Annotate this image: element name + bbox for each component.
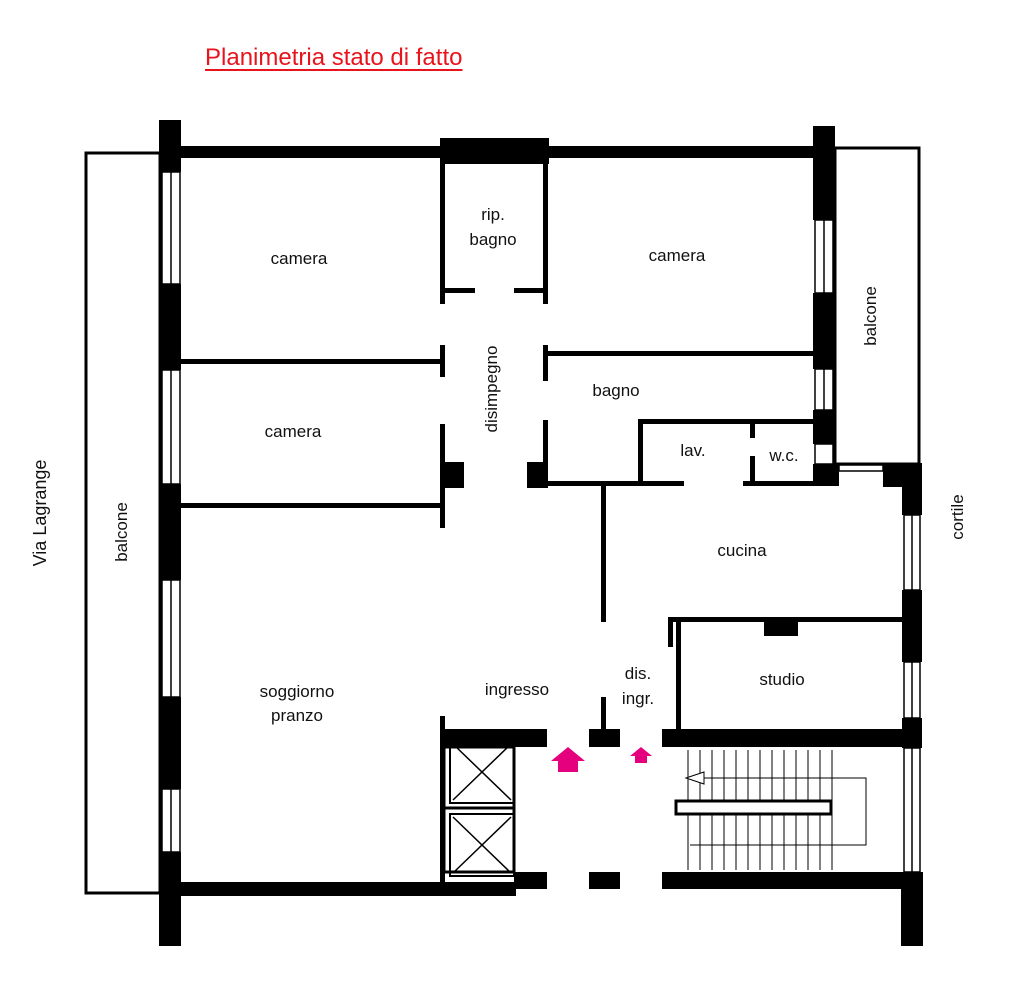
room-label-bagno: bagno	[592, 381, 639, 400]
interior-walls	[181, 158, 922, 896]
room-label-disimpegno: disimpegno	[482, 346, 501, 433]
room-label-balcone-left: balcone	[112, 502, 131, 562]
room-label-rip-bagno-1: rip.	[481, 205, 505, 224]
room-label-camera-top-left: camera	[271, 249, 328, 268]
room-label-soggiorno-2: pranzo	[271, 706, 323, 725]
room-label-soggiorno-1: soggiorno	[260, 682, 335, 701]
room-label-lav: lav.	[680, 441, 705, 460]
room-labels: camera rip. bagno camera balcone disimpe…	[112, 205, 880, 725]
room-label-dis-ingr-1: dis.	[625, 664, 651, 683]
elevator-icon	[442, 740, 516, 877]
staircase-icon	[674, 750, 867, 870]
room-label-camera-top-right: camera	[649, 246, 706, 265]
room-label-balcone-right: balcone	[861, 286, 880, 346]
room-label-studio: studio	[759, 670, 804, 689]
room-label-camera-mid-left: camera	[265, 422, 322, 441]
room-label-ingresso: ingresso	[485, 680, 549, 699]
courtyard-label: cortile	[948, 494, 967, 539]
room-label-dis-ingr-2: ingr.	[622, 689, 654, 708]
room-label-rip-bagno-2: bagno	[469, 230, 516, 249]
street-label: Via Lagrange	[30, 460, 50, 567]
plan-title: Planimetria stato di fatto	[205, 44, 463, 71]
windows	[161, 171, 921, 873]
exterior-walls	[159, 120, 923, 946]
entrance-arrow-icon	[551, 747, 652, 772]
room-label-wc: w.c.	[768, 446, 798, 465]
room-label-cucina: cucina	[717, 541, 767, 560]
